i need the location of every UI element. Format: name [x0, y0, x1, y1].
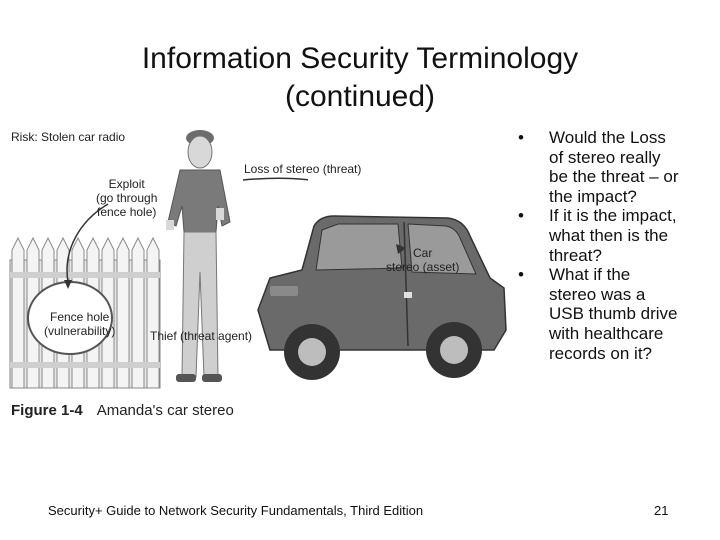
asset-label: Car stereo (asset)	[386, 246, 459, 274]
exploit-label: Exploit (go through fence hole)	[96, 177, 157, 219]
figure-caption: Figure 1-4 Amanda's car stereo	[11, 402, 234, 419]
thief-illustration	[166, 130, 231, 382]
exploit-label-line-1: Exploit	[108, 177, 145, 191]
bullet-item: What if the stereo was a USB thumb drive…	[515, 265, 681, 363]
exploit-label-line-2: (go through	[96, 191, 158, 205]
footer-text: Security+ Guide to Network Security Fund…	[48, 503, 424, 518]
vulnerability-label-line-2: (vulnerability)	[44, 324, 116, 338]
car-stereo-figure: Risk: Stolen car radio Exploit (go throu…	[8, 122, 361, 427]
bullet-list: Would the Loss of stereo really be the t…	[515, 128, 705, 363]
figure-illustration	[9, 130, 308, 389]
exploit-label-line-3: fence hole)	[97, 205, 157, 219]
bullet-item: Would the Loss of stereo really be the t…	[515, 128, 681, 206]
page-number: 21	[654, 503, 669, 518]
risk-label: Risk: Stolen car radio	[11, 130, 126, 144]
vulnerability-label: Fence hole (vulnerability)	[44, 310, 115, 338]
asset-label-line-2: stereo (asset)	[386, 260, 460, 274]
threat-arrow	[242, 177, 308, 181]
title-line-1: Information Security Terminology	[141, 42, 579, 75]
asset-label-line-1: Car	[413, 246, 433, 260]
title-line-2: (continued)	[284, 80, 436, 113]
vulnerability-label-line-1: Fence hole	[49, 310, 110, 324]
figure-caption-text: Amanda's car stereo	[96, 402, 234, 419]
bullet-item: If it is the impact, what then is the th…	[515, 206, 681, 265]
slide-title: Information Security Terminology (contin…	[0, 40, 720, 116]
exploit-arrow	[66, 203, 109, 283]
threat-label: Loss of stereo (threat)	[244, 162, 362, 176]
exploit-arrowhead	[64, 280, 72, 289]
fence-illustration	[9, 236, 161, 389]
threat-agent-label: Thief (threat agent)	[150, 329, 253, 343]
figure-number: Figure 1-4	[11, 402, 83, 419]
car-illustration	[257, 215, 507, 380]
